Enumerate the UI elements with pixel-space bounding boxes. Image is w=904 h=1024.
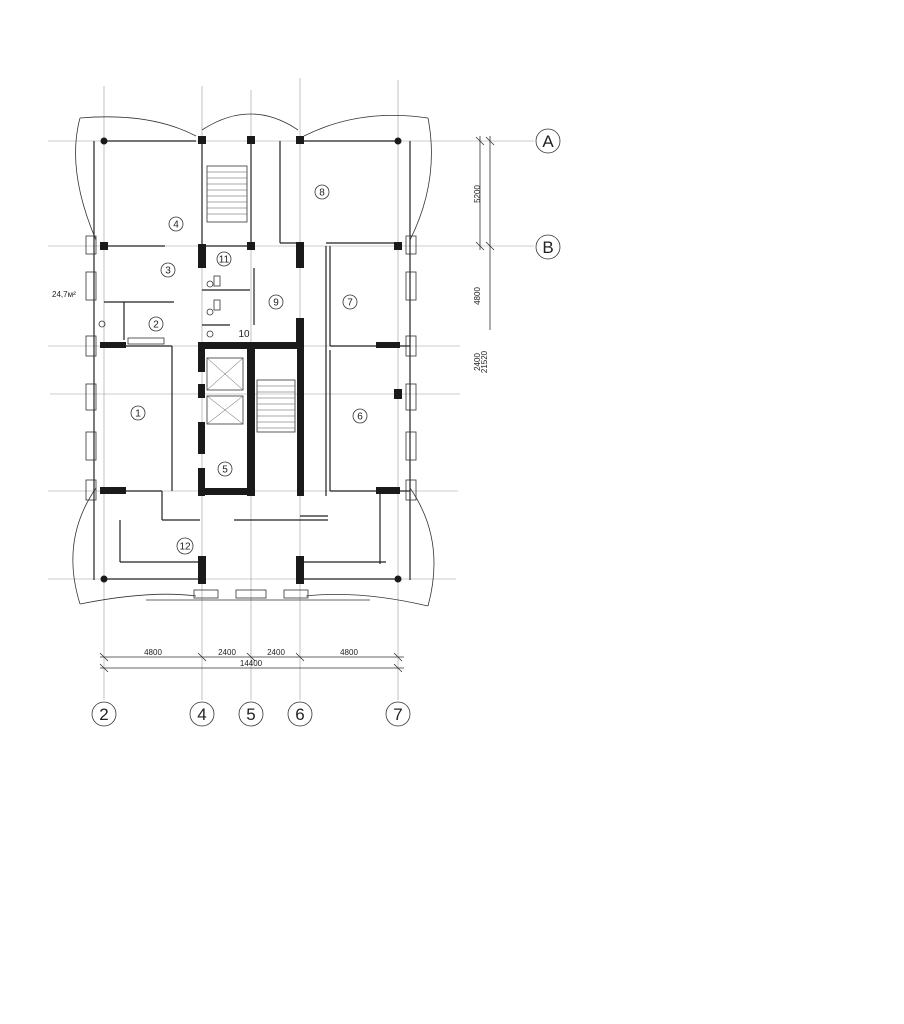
dim-2-4: 4800: [144, 648, 162, 657]
grid-lines: [48, 78, 534, 700]
stair-upper: [206, 165, 248, 223]
axis-label-a: A: [542, 132, 554, 151]
dim-a-b: 5200: [473, 185, 482, 203]
dim-4-5: 2400: [218, 648, 236, 657]
stair-core: [256, 379, 296, 433]
dim-total: 14400: [240, 659, 263, 668]
walls: [93, 140, 411, 580]
dim-next: 2400: [473, 353, 482, 371]
elevator-shafts: [206, 357, 244, 425]
dim-b-next: 4800: [473, 287, 482, 305]
horizontal-dimensions: 4800 2400 2400 4800 14400: [99, 648, 404, 673]
axis-label-6: 6: [295, 705, 304, 724]
dim-6-7: 4800: [340, 648, 358, 657]
axis-label-4: 4: [197, 705, 206, 724]
room-label-12: 12: [179, 542, 191, 553]
room-label-3: 3: [165, 266, 171, 277]
structural-elements: [85, 136, 417, 599]
room-label-8: 8: [319, 188, 325, 199]
room-label-11: 11: [219, 255, 230, 266]
room-label-6: 6: [357, 412, 363, 423]
room-label-9: 9: [273, 298, 279, 309]
axis-markers: A B 2 4 5 6 7: [91, 128, 561, 727]
room-label-7: 7: [347, 298, 353, 309]
vertical-dimensions: 5200 4800 2400 21520: [473, 136, 495, 373]
room-labels: 1 2 3 4 5 6 7 8 9 10 11 12 24,7м²: [52, 184, 368, 555]
axis-label-7: 7: [393, 705, 402, 724]
dim-5-6: 2400: [267, 648, 285, 657]
room-label-4: 4: [173, 220, 179, 231]
axis-label-2: 2: [99, 705, 108, 724]
facade-outline: [72, 113, 435, 607]
area-label: 24,7м²: [52, 290, 76, 299]
axis-label-5: 5: [246, 705, 255, 724]
axis-label-b: B: [542, 238, 553, 257]
room-label-1: 1: [135, 409, 141, 420]
room-label-10: 10: [238, 329, 250, 340]
fixtures: [98, 275, 221, 345]
room-label-5: 5: [222, 465, 228, 476]
room-label-2: 2: [153, 320, 159, 331]
dim-vertical-total: 21520: [480, 350, 489, 373]
